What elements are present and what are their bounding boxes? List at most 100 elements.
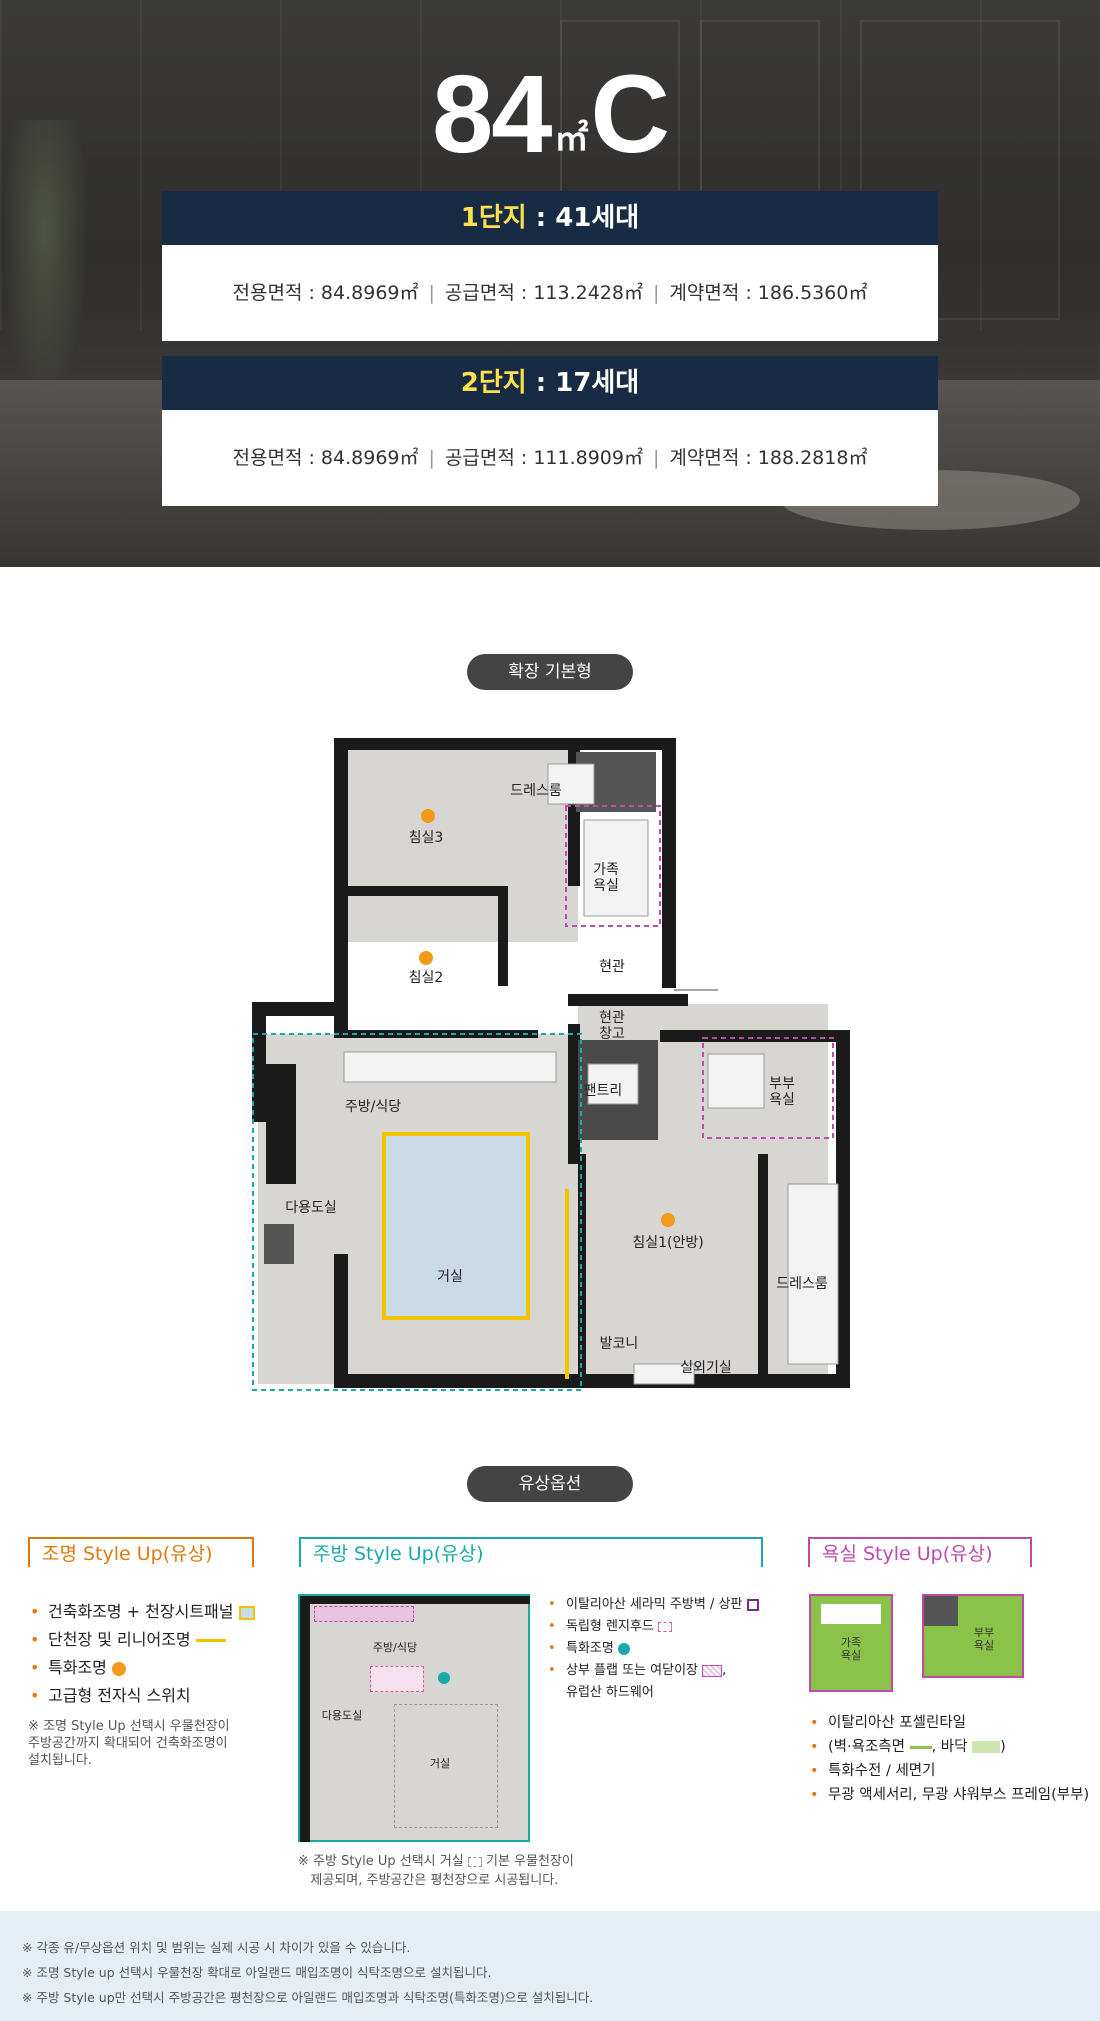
divider: | xyxy=(652,282,660,304)
kitchen-option-note: ※ 주방 Style Up 선택시 거실 기본 우물천장이 제공되며, 주방공간… xyxy=(298,1854,574,1888)
special-light-icon xyxy=(617,1642,630,1655)
room-label-outdoor-unit: 실외기실 xyxy=(680,1360,732,1376)
room-label-pantry: 팬트리 xyxy=(583,1083,623,1099)
mini-label-master-bath: 부부 욕실 xyxy=(973,1626,995,1652)
special-light-marker xyxy=(421,809,435,823)
bath-item-detail: (벽·욕조측면 , 바닥 ) xyxy=(808,1735,1098,1759)
supply-area: 공급면적 : 111.8909㎡ xyxy=(444,447,643,469)
mini-plan-wall xyxy=(300,1596,530,1604)
supply-area: 공급면적 : 113.2428㎡ xyxy=(444,282,643,304)
danji-2-header: 2단지 : 17세대 xyxy=(162,356,938,410)
cabinet-icon xyxy=(702,1664,723,1677)
danji-1-block: 1단지 : 41세대 전용면적 : 84.8969㎡ | 공급면적 : 113.24… xyxy=(162,191,938,341)
kitchen-option-title: 주방 Style Up(유상) xyxy=(299,1537,763,1567)
plan-type-badge: 확장 기본형 xyxy=(467,654,633,690)
room-label-master-bath: 부부 욕실 xyxy=(769,1076,795,1108)
mini-label-kitchen: 주방/식당 xyxy=(372,1641,418,1654)
disclaimer-footer: ※ 각종 유/무상옵션 위치 및 범위는 실제 시공 시 차이가 있을 수 있습… xyxy=(0,1911,1100,2021)
lighting-option-note: ※ 조명 Style Up 선택시 우물천장이 주방공간까지 확대되어 건축화조… xyxy=(28,1719,230,1768)
danji-1-header: 1단지 : 41세대 xyxy=(162,191,938,245)
floor-tile-icon xyxy=(972,1741,1001,1753)
danji-1-households: 41세대 xyxy=(555,203,640,233)
special-light-marker xyxy=(419,951,433,965)
kitchen-upgrade-zone xyxy=(252,1033,582,1391)
danji-2-households: 17세대 xyxy=(555,368,640,398)
lighting-option-title: 조명 Style Up(유상) xyxy=(28,1537,254,1567)
mini-plan-ceiling-area xyxy=(394,1704,498,1828)
paid-options-badge: 유상옵션 xyxy=(467,1466,633,1502)
range-hood-icon xyxy=(658,1621,672,1632)
contract-area: 계약면적 : 188.2818㎡ xyxy=(669,447,868,469)
walls xyxy=(252,738,850,1388)
special-light-marker xyxy=(661,1213,675,1227)
divider: | xyxy=(652,447,660,469)
danji-1-areas: 전용면적 : 84.8969㎡ | 공급면적 : 113.2428㎡ | 계약면적 : … xyxy=(162,245,938,341)
unit-type-letter: C xyxy=(590,53,669,176)
divider: | xyxy=(428,447,435,469)
kitchen-item: 이탈리아산 세라믹 주방벽 / 상판 xyxy=(546,1594,776,1616)
danji-1-sep: : xyxy=(526,203,556,233)
master-bath-upgrade-zone xyxy=(702,1037,834,1139)
hero-plant xyxy=(0,120,90,400)
lighting-item: 건축화조명 + 천장시트패널 xyxy=(28,1598,258,1626)
kitchen-item: 독립형 렌지후드 xyxy=(546,1616,776,1638)
divider: | xyxy=(428,282,435,304)
master-bath-mini-plan: 부부 욕실 xyxy=(922,1594,1024,1678)
disclaimer-line: ※ 각종 유/무상옵션 위치 및 범위는 실제 시공 시 차이가 있을 수 있습… xyxy=(22,1940,411,1955)
danji-2-block: 2단지 : 17세대 전용면적 : 84.8969㎡ | 공급면적 : 111.89… xyxy=(162,356,938,506)
room-label-entrance: 현관 xyxy=(599,959,625,975)
bath-option-title: 욕실 Style Up(유상) xyxy=(808,1537,1032,1567)
disclaimer-line: ※ 주방 Style up만 선택시 주방공간은 평천장으로 아일랜드 매입조명… xyxy=(22,1990,594,2005)
lighting-item: 단천장 및 리니어조명 xyxy=(28,1626,258,1654)
wall-tile-icon xyxy=(909,1745,932,1749)
bath-item: 특화수전 / 세면기 xyxy=(808,1759,1098,1783)
room-label-bedroom3: 침실3 xyxy=(408,830,444,846)
contract-area: 계약면적 : 186.5360㎡ xyxy=(669,282,868,304)
fixtures xyxy=(343,763,839,1385)
room-label-family-bath: 가족 욕실 xyxy=(593,862,619,894)
kitchen-option-list: 이탈리아산 세라믹 주방벽 / 상판 독립형 렌지후드 특화조명 상부 플랩 또… xyxy=(546,1594,776,1704)
room-label-bedroom2: 침실2 xyxy=(408,970,444,986)
mini-plan-range-hood xyxy=(370,1666,424,1692)
family-bath-mini-plan: 가족 욕실 xyxy=(809,1594,893,1692)
room-label-entrance-storage: 현관 창고 xyxy=(599,1010,625,1042)
mini-label-living: 거실 xyxy=(429,1757,451,1770)
room-label-kitchen: 주방/식당 xyxy=(344,1099,402,1115)
unit-area-unit: ㎡ xyxy=(554,120,588,158)
family-bath-upgrade-zone xyxy=(565,805,661,927)
mini-plan-wall xyxy=(924,1596,958,1626)
mini-label-family-bath: 가족 욕실 xyxy=(840,1636,862,1662)
bath-item: 무광 액세서리, 무광 샤워부스 프레임(부부) xyxy=(808,1783,1098,1807)
room-label-balcony: 발코니 xyxy=(599,1336,639,1352)
danji-1-name: 1단지 xyxy=(460,203,527,233)
living-ceiling-panel xyxy=(382,1132,530,1320)
mini-label-utility: 다용도실 xyxy=(321,1709,363,1722)
exclusive-area: 전용면적 : 84.8969㎡ xyxy=(232,447,419,469)
lighting-option-list: 건축화조명 + 천장시트패널 단천장 및 리니어조명 특화조명 고급형 전자식 … xyxy=(28,1598,258,1710)
kitchen-item: 상부 플랩 또는 여닫이장 ,유럽산 하드웨어 xyxy=(546,1660,776,1704)
ceiling-icon xyxy=(467,1856,482,1867)
linear-light-icon xyxy=(195,1639,226,1642)
bathtub xyxy=(821,1604,881,1624)
floor-area xyxy=(258,742,828,1384)
lighting-item: 특화조명 xyxy=(28,1654,258,1682)
bath-item: 이탈리아산 포셀린타일 xyxy=(808,1711,1098,1735)
ceiling-panel-icon xyxy=(238,1605,255,1620)
exclusive-area: 전용면적 : 84.8969㎡ xyxy=(232,282,419,304)
room-label-dressroom: 드레스룸 xyxy=(510,783,562,799)
bath-option-list: 이탈리아산 포셀린타일 (벽·욕조측면 , 바닥 ) 특화수전 / 세면기 무광… xyxy=(808,1711,1098,1807)
hero-window-panel xyxy=(860,20,1060,320)
lighting-item: 고급형 전자식 스위치 xyxy=(28,1682,258,1710)
floor-plan xyxy=(252,738,850,1391)
mini-plan-wall xyxy=(300,1596,310,1842)
room-label-living: 거실 xyxy=(437,1269,463,1285)
mini-plan-wall-cabinet xyxy=(314,1606,414,1622)
special-light-icon xyxy=(111,1661,126,1676)
room-label-master-bedroom: 침실1(안방) xyxy=(632,1235,704,1251)
danji-2-name: 2단지 xyxy=(460,368,527,398)
kitchen-mini-plan: 주방/식당 다용도실 거실 xyxy=(298,1594,530,1842)
danji-2-sep: : xyxy=(526,368,556,398)
room-label-master-dressroom: 드레스룸 xyxy=(776,1276,828,1292)
